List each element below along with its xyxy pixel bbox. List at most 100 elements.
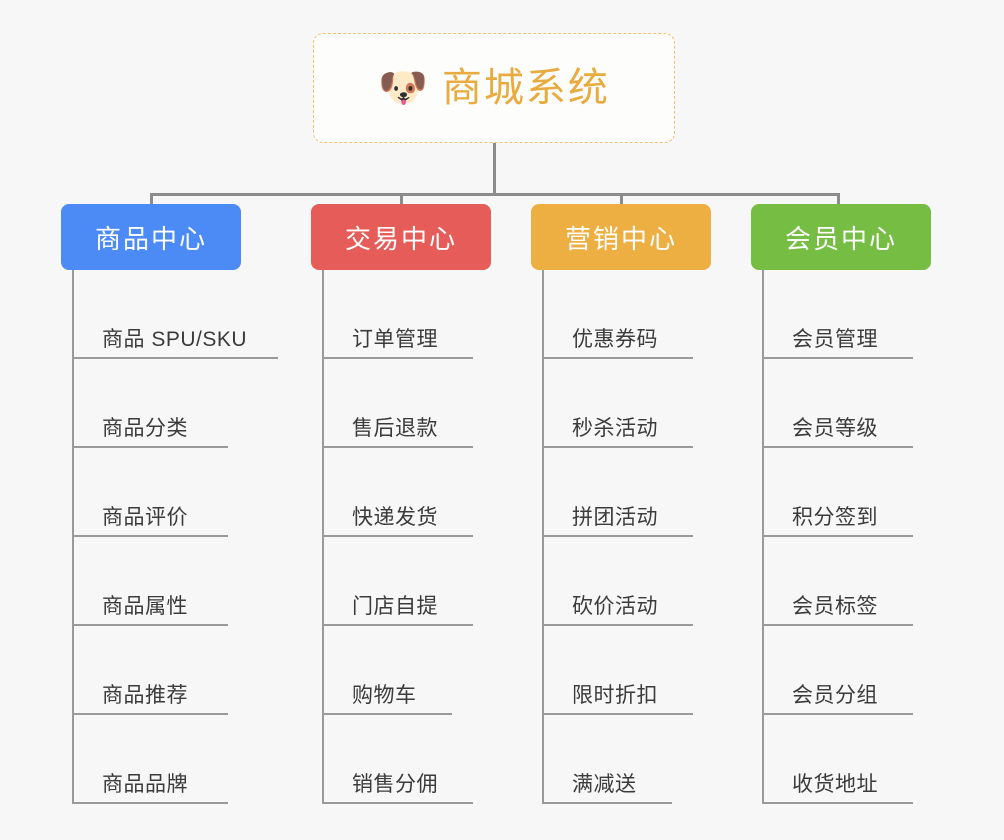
leaf-rule [72, 535, 228, 537]
leaf-item[interactable]: 购物车 [311, 626, 491, 715]
leaf-item[interactable]: 销售分佣 [311, 715, 491, 804]
leaf-item[interactable]: 限时折扣 [531, 626, 711, 715]
branch-header-label: 会员中心 [784, 223, 897, 254]
leaf-item[interactable]: 商品品牌 [61, 715, 247, 804]
leaf-item[interactable]: 商品评价 [61, 448, 247, 537]
branch-column-1: 交易中心 订单管理 售后退款 快递发货 门店自提 购物车 [311, 204, 491, 804]
leaf-rule [322, 535, 473, 537]
leaf-label: 限时折扣 [572, 684, 658, 707]
root-title: 商城系统 [441, 66, 610, 110]
branch-column-2: 营销中心 优惠券码 秒杀活动 拼团活动 砍价活动 限时折扣 [531, 204, 711, 804]
leaf-label: 会员分组 [792, 684, 878, 707]
leaf-rule [542, 802, 672, 804]
branch-header-0[interactable]: 商品中心 [61, 204, 241, 270]
leaf-label: 销售分佣 [352, 773, 438, 796]
leaf-label: 商品 SPU/SKU [102, 328, 248, 351]
leaf-rule [762, 446, 913, 448]
leaf-label: 拼团活动 [572, 506, 658, 529]
leaf-rule [542, 357, 693, 359]
leaf-rule [542, 446, 693, 448]
leaf-label: 会员标签 [792, 595, 878, 618]
leaf-rule [72, 357, 278, 359]
leaf-label: 秒杀活动 [572, 417, 658, 440]
branch-stem [762, 270, 764, 804]
branch-header-3[interactable]: 会员中心 [751, 204, 931, 270]
leaf-rule [542, 535, 693, 537]
leaf-rule [762, 357, 913, 359]
leaf-rule [72, 802, 228, 804]
leaf-rule [72, 713, 228, 715]
leaf-label: 商品属性 [102, 595, 188, 618]
leaf-label: 砍价活动 [572, 595, 658, 618]
leaf-item[interactable]: 商品属性 [61, 537, 247, 626]
connector-trunk [493, 143, 496, 195]
leaf-item[interactable]: 商品推荐 [61, 626, 247, 715]
leaf-item[interactable]: 优惠券码 [531, 270, 711, 359]
leaf-item[interactable]: 会员管理 [751, 270, 931, 359]
leaf-label: 商品评价 [102, 506, 188, 529]
leaf-rule [322, 713, 452, 715]
leaf-item[interactable]: 商品 SPU/SKU [61, 270, 278, 359]
branch-items-2: 优惠券码 秒杀活动 拼团活动 砍价活动 限时折扣 满减送 [531, 270, 711, 804]
leaf-label: 满减送 [572, 773, 637, 796]
leaf-item[interactable]: 快递发货 [311, 448, 491, 537]
leaf-label: 会员等级 [792, 417, 878, 440]
leaf-rule [322, 357, 473, 359]
leaf-label: 积分签到 [792, 506, 878, 529]
leaf-item[interactable]: 门店自提 [311, 537, 491, 626]
connector-bus [150, 193, 840, 196]
leaf-item[interactable]: 收货地址 [751, 715, 931, 804]
root-node[interactable]: 🐶 商城系统 [313, 33, 675, 143]
branch-items-0: 商品 SPU/SKU 商品分类 商品评价 商品属性 商品推荐 商品品牌 [61, 270, 278, 804]
leaf-rule [72, 624, 228, 626]
leaf-label: 会员管理 [792, 328, 878, 351]
branch-stem [72, 270, 74, 804]
leaf-label: 快递发货 [352, 506, 438, 529]
branch-header-label: 交易中心 [344, 223, 457, 254]
connector-drop-2 [620, 193, 623, 207]
leaf-item[interactable]: 订单管理 [311, 270, 491, 359]
leaf-label: 售后退款 [352, 417, 438, 440]
leaf-item[interactable]: 会员标签 [751, 537, 931, 626]
leaf-item[interactable]: 砍价活动 [531, 537, 711, 626]
connector-drop-1 [400, 193, 403, 207]
leaf-label: 商品分类 [102, 417, 188, 440]
leaf-label: 门店自提 [352, 595, 438, 618]
leaf-rule [542, 713, 693, 715]
leaf-item[interactable]: 拼团活动 [531, 448, 711, 537]
leaf-label: 收货地址 [792, 773, 878, 796]
leaf-label: 订单管理 [352, 328, 438, 351]
leaf-item[interactable]: 会员分组 [751, 626, 931, 715]
branch-stem [542, 270, 544, 804]
leaf-label: 优惠券码 [572, 328, 658, 351]
leaf-rule [322, 446, 473, 448]
leaf-rule [322, 624, 473, 626]
branch-items-3: 会员管理 会员等级 积分签到 会员标签 会员分组 收货地址 [751, 270, 931, 804]
leaf-label: 购物车 [352, 684, 417, 707]
leaf-rule [762, 713, 913, 715]
dog-face-icon: 🐶 [378, 66, 428, 110]
connector-drop-3 [837, 193, 840, 207]
leaf-label: 商品品牌 [102, 773, 188, 796]
leaf-rule [762, 802, 913, 804]
leaf-item[interactable]: 会员等级 [751, 359, 931, 448]
leaf-rule [762, 535, 913, 537]
leaf-item[interactable]: 积分签到 [751, 448, 931, 537]
leaf-item[interactable]: 满减送 [531, 715, 711, 804]
leaf-rule [322, 802, 473, 804]
leaf-item[interactable]: 秒杀活动 [531, 359, 711, 448]
leaf-label: 商品推荐 [102, 684, 188, 707]
branch-header-2[interactable]: 营销中心 [531, 204, 711, 270]
leaf-item[interactable]: 售后退款 [311, 359, 491, 448]
branch-items-1: 订单管理 售后退款 快递发货 门店自提 购物车 销售分佣 [311, 270, 491, 804]
leaf-item[interactable]: 商品分类 [61, 359, 247, 448]
leaf-rule [542, 624, 693, 626]
branch-header-label: 营销中心 [564, 223, 677, 254]
connector-drop-0 [150, 193, 153, 207]
branch-header-label: 商品中心 [94, 223, 207, 254]
branch-header-1[interactable]: 交易中心 [311, 204, 491, 270]
branch-column-3: 会员中心 会员管理 会员等级 积分签到 会员标签 会员分组 [751, 204, 931, 804]
leaf-rule [72, 446, 228, 448]
leaf-rule [762, 624, 913, 626]
